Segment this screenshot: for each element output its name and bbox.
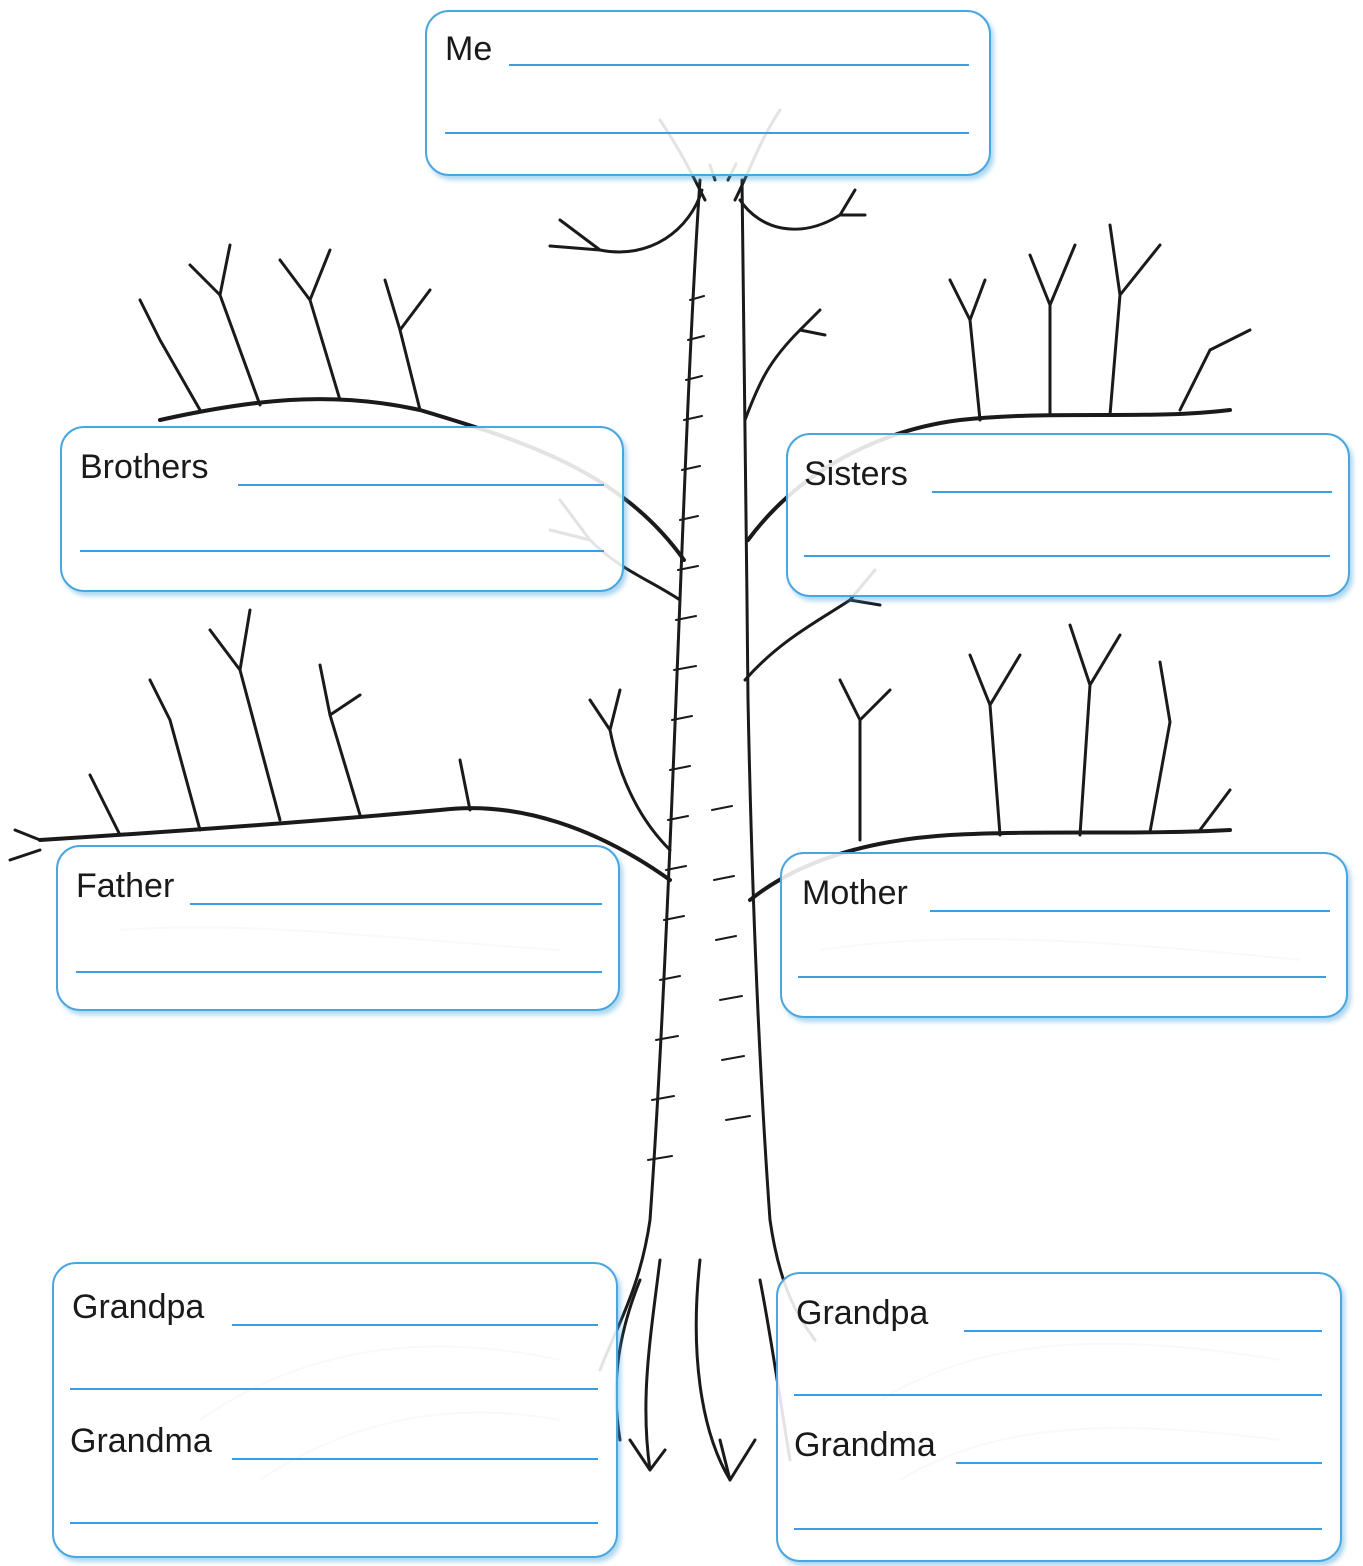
left-grandpa-answer-line-1[interactable] (232, 1324, 598, 1326)
father-answer-line-1[interactable] (190, 903, 602, 905)
left-grandparents-card: Grandpa Grandma (52, 1262, 618, 1558)
left-grandma-answer-line-1[interactable] (232, 1458, 598, 1460)
brothers-label: Brothers (80, 450, 209, 484)
brothers-answer-line-2[interactable] (80, 550, 604, 552)
right-grandparents-card: Grandpa Grandma (776, 1272, 1342, 1562)
mother-answer-line-2[interactable] (798, 976, 1326, 978)
right-grandpa-answer-line-1[interactable] (964, 1330, 1322, 1332)
mother-card: Mother (780, 852, 1348, 1018)
sisters-answer-line-1[interactable] (932, 491, 1332, 493)
sisters-label: Sisters (804, 457, 908, 491)
me-label: Me (445, 32, 492, 66)
me-answer-line-2[interactable] (445, 132, 969, 134)
mother-label: Mother (802, 876, 908, 910)
left-grandma-label: Grandma (70, 1424, 212, 1458)
roots (616, 1260, 790, 1480)
brothers-card: Brothers (60, 426, 624, 592)
right-grandpa-answer-line-2[interactable] (794, 1394, 1322, 1396)
father-label: Father (76, 869, 174, 903)
sisters-card: Sisters (786, 433, 1350, 597)
left-grandpa-answer-line-2[interactable] (70, 1388, 598, 1390)
right-grandma-label: Grandma (794, 1428, 936, 1462)
trunk-left-edge (600, 180, 700, 1370)
right-grandma-answer-line-1[interactable] (956, 1462, 1322, 1464)
father-card: Father (56, 845, 620, 1011)
right-grandma-answer-line-2[interactable] (794, 1528, 1322, 1530)
right-grandpa-label: Grandpa (796, 1296, 928, 1330)
me-answer-line-1[interactable] (509, 64, 969, 66)
me-card: Me (425, 10, 991, 176)
brothers-answer-line-1[interactable] (238, 484, 604, 486)
mother-answer-line-1[interactable] (930, 910, 1330, 912)
left-grandpa-label: Grandpa (72, 1290, 204, 1324)
father-answer-line-2[interactable] (76, 971, 602, 973)
sisters-answer-line-2[interactable] (804, 555, 1330, 557)
left-grandma-answer-line-2[interactable] (70, 1522, 598, 1524)
